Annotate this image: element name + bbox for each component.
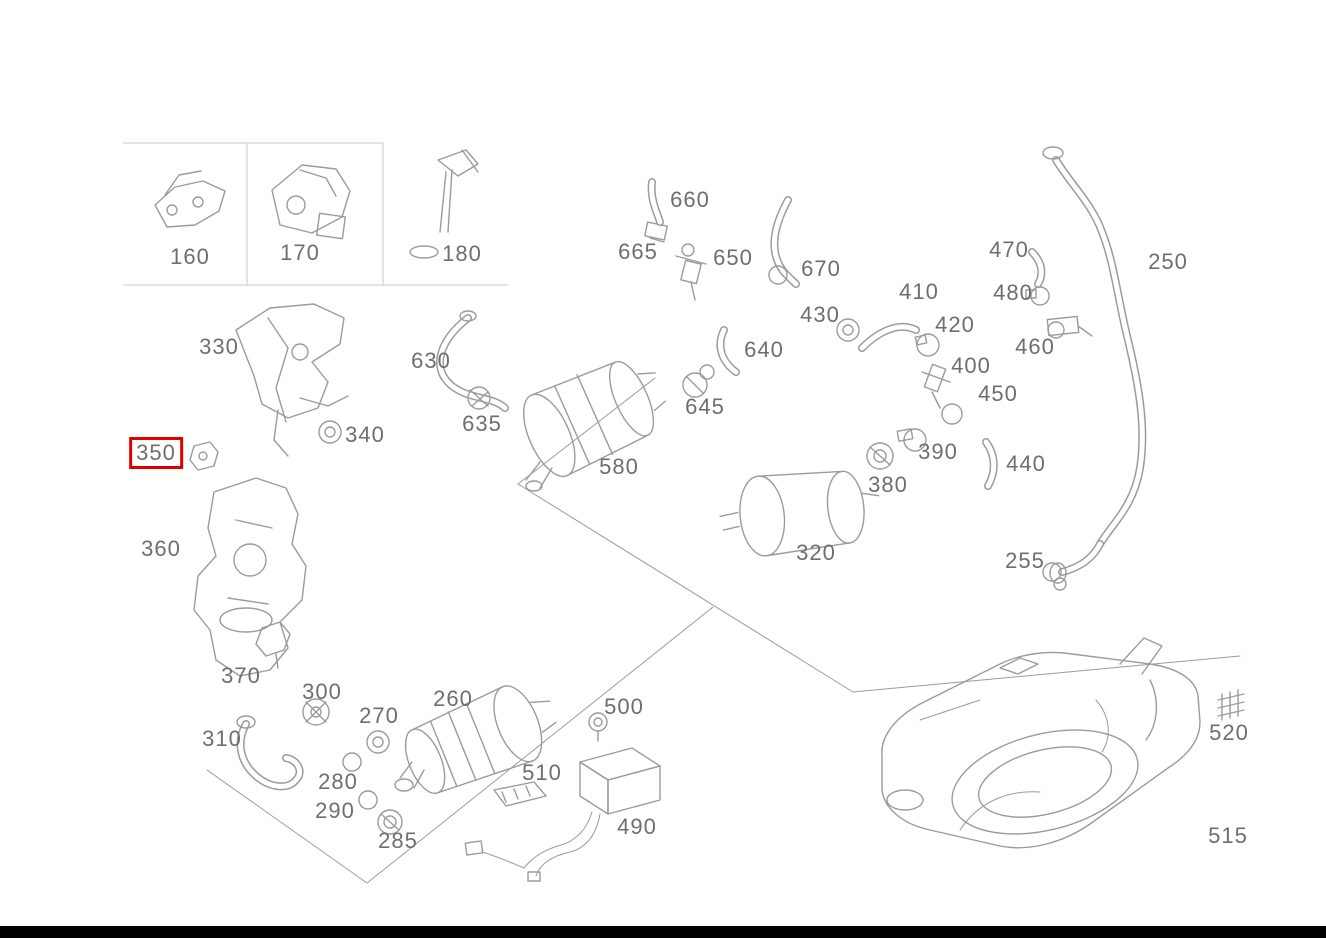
hose-440-drawing (982, 438, 998, 490)
clamp-480-drawing (1025, 286, 1050, 306)
part-label-280[interactable]: 280 (318, 769, 358, 794)
part-label-340[interactable]: 340 (345, 422, 385, 447)
part-label-180[interactable]: 180 (442, 241, 482, 266)
pump-housing-360-drawing (193, 477, 307, 677)
bolt-500-drawing (588, 712, 608, 742)
part-label-170[interactable]: 170 (280, 240, 320, 265)
catalog-grid-lines (123, 142, 508, 286)
part-label-410[interactable]: 410 (899, 279, 939, 304)
part-label-310[interactable]: 310 (202, 726, 242, 751)
valve-400-drawing (921, 363, 951, 409)
part-label-580[interactable]: 580 (599, 454, 639, 479)
hose-470-drawing (1028, 248, 1046, 288)
bracket-520-drawing (1217, 689, 1245, 721)
part-label-645[interactable]: 645 (685, 394, 725, 419)
fitting-255-drawing (1042, 562, 1067, 591)
part-label-430[interactable]: 430 (800, 302, 840, 327)
part-label-460[interactable]: 460 (1015, 334, 1055, 359)
part-label-255[interactable]: 255 (1005, 548, 1045, 573)
clamp-380-drawing (866, 442, 894, 470)
clamp-635-drawing (467, 386, 491, 410)
part-label-285[interactable]: 285 (378, 828, 418, 853)
part-label-400[interactable]: 400 (951, 353, 991, 378)
hose-640-drawing (716, 326, 740, 376)
sender-180-drawing (409, 149, 479, 259)
part-label-370[interactable]: 370 (221, 663, 261, 688)
clamp-450-drawing (941, 403, 963, 425)
clamp-285-drawing (377, 809, 403, 835)
clamp-390-drawing (896, 428, 927, 452)
grommet-300-drawing (302, 698, 330, 726)
part-label-510[interactable]: 510 (522, 760, 562, 785)
reference-lines (206, 377, 1241, 884)
clamp-270-drawing (366, 730, 390, 754)
bracket-510-drawing (493, 781, 547, 807)
bottom-bar (0, 926, 1326, 938)
part-label-300[interactable]: 300 (302, 679, 342, 704)
part-label-630[interactable]: 630 (411, 348, 451, 373)
part-label-480[interactable]: 480 (993, 280, 1033, 305)
part-label-390[interactable]: 390 (918, 439, 958, 464)
part-label-380[interactable]: 380 (868, 472, 908, 497)
valve-650-drawing (675, 243, 707, 301)
part-label-160[interactable]: 160 (170, 244, 210, 269)
clamp-430-drawing (836, 318, 860, 342)
part-label-260[interactable]: 260 (433, 686, 473, 711)
fuel-hose-250-drawing (1042, 146, 1147, 584)
bracket-330-drawing (235, 303, 349, 457)
part-label-635[interactable]: 635 (462, 411, 502, 436)
part-label-420[interactable]: 420 (935, 312, 975, 337)
part-label-330[interactable]: 330 (199, 334, 239, 359)
clamp-280-drawing (342, 752, 362, 772)
part-label-500[interactable]: 500 (604, 694, 644, 719)
part-label-250[interactable]: 250 (1148, 249, 1188, 274)
fuel-tank-515-drawing (881, 637, 1201, 849)
grommet-340-drawing (318, 420, 342, 444)
damper-370-drawing (255, 621, 291, 669)
part-label-665[interactable]: 665 (618, 239, 658, 264)
part-label-270[interactable]: 270 (359, 703, 399, 728)
hose-410-drawing (858, 322, 920, 352)
part-label-660[interactable]: 660 (670, 187, 710, 212)
part-label-440[interactable]: 440 (1006, 451, 1046, 476)
part-label-650[interactable]: 650 (713, 245, 753, 270)
part-label-515[interactable]: 515 (1208, 823, 1248, 848)
part-label-290[interactable]: 290 (315, 798, 355, 823)
clamp-645-drawing (682, 364, 715, 398)
part-label-490[interactable]: 490 (617, 814, 657, 839)
fuel-filter-320-drawing (719, 470, 880, 557)
part-label-470[interactable]: 470 (989, 237, 1029, 262)
part-label-670[interactable]: 670 (801, 256, 841, 281)
part-label-640[interactable]: 640 (744, 337, 784, 362)
part-label-320[interactable]: 320 (796, 540, 836, 565)
fitting-460-drawing (1046, 315, 1093, 339)
mount-350-drawing (189, 441, 219, 471)
part-label-360[interactable]: 360 (141, 536, 181, 561)
relay-490-drawing (464, 747, 661, 882)
part-label-350-selected[interactable]: 350 (129, 437, 183, 469)
hose-310-drawing (236, 715, 304, 791)
part-label-520[interactable]: 520 (1209, 720, 1249, 745)
part-label-450[interactable]: 450 (978, 381, 1018, 406)
clamp-420-drawing (914, 333, 940, 357)
clamp-290-drawing (358, 790, 378, 810)
hose-670-drawing (768, 196, 800, 288)
fuel-pump-580-drawing (523, 360, 667, 492)
bracket-160-drawing (154, 170, 226, 228)
fuel-pump-260-drawing (394, 685, 557, 795)
hose-660-drawing (647, 178, 664, 226)
pump-bracket-170-drawing (271, 164, 351, 240)
